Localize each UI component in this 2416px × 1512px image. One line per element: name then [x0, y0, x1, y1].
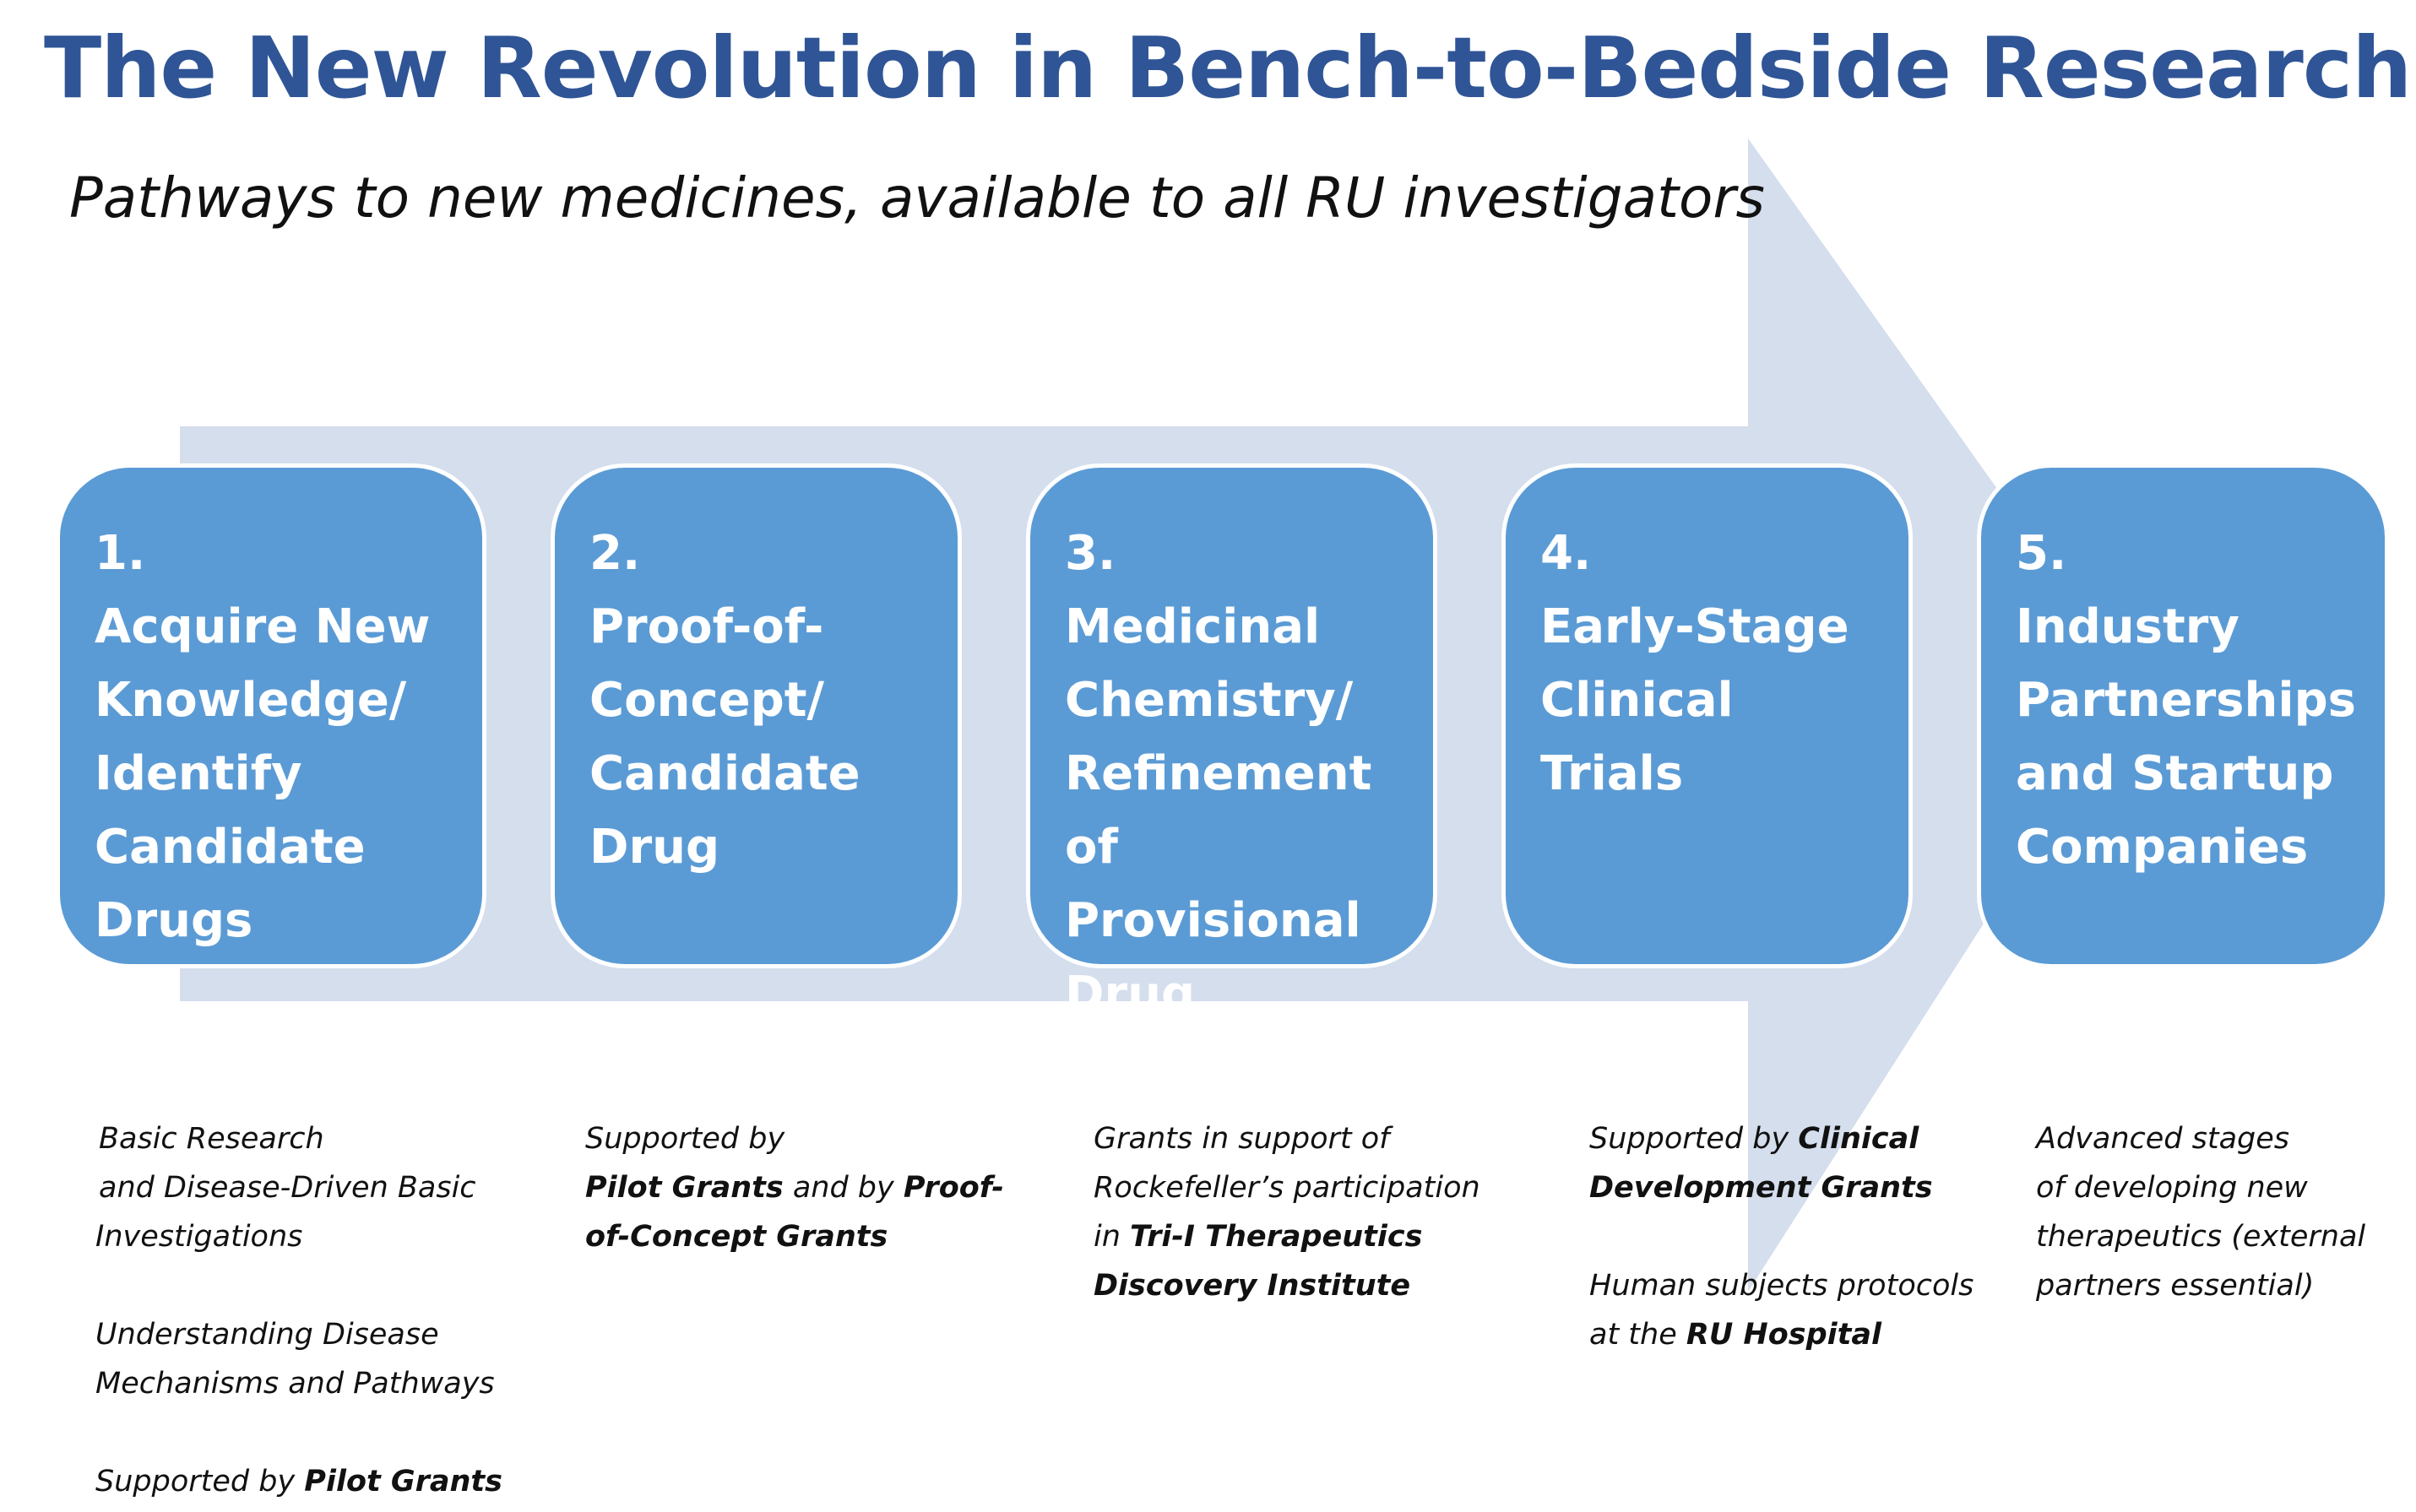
- desc-line: Supported by Clinical: [1589, 1122, 1919, 1156]
- step-label: Industry Partnerships and Startup Compan…: [2016, 599, 2356, 875]
- desc-line: Investigations: [95, 1220, 303, 1254]
- step-box-4: 4. Early-Stage Clinical Trials: [1501, 463, 1913, 968]
- desc-line: Pilot Grants and by Proof-: [585, 1171, 1004, 1205]
- step-number: 1.: [95, 526, 146, 581]
- step-label: Acquire New Knowledge/ Identify Candidat…: [95, 599, 431, 948]
- step-box-3: 3. Medicinal Chemistry/ Refinement of Pr…: [1026, 463, 1437, 1022]
- desc-line: Human subjects protocols: [1589, 1269, 1974, 1303]
- desc-line: Rockefeller’s participation: [1094, 1171, 1480, 1205]
- desc-line: Advanced stages: [2036, 1122, 2290, 1156]
- step-2-description: Supported by Pilot Grants and by Proof- …: [585, 1114, 1004, 1261]
- step-number: 3.: [1065, 526, 1116, 581]
- step-box-2: 2. Proof-of- Concept/ Candidate Drug: [551, 463, 962, 968]
- desc-line: in Tri-I Therapeutics: [1094, 1220, 1423, 1254]
- desc-line: at the RU Hospital: [1589, 1318, 1881, 1352]
- desc-line: therapeutics (external: [2036, 1220, 2366, 1254]
- step-box-1: 1. Acquire New Knowledge/ Identify Candi…: [56, 463, 486, 968]
- desc-line: Mechanisms and Pathways: [95, 1367, 495, 1401]
- step-number: 2.: [589, 526, 641, 581]
- desc-line: Discovery Institute: [1094, 1269, 1411, 1303]
- desc-line: Understanding Disease: [95, 1318, 439, 1352]
- desc-line: and Disease-Driven Basic: [99, 1171, 476, 1205]
- step-number: 4.: [1540, 526, 1592, 581]
- pilot-grants-highlight: Pilot Grants: [304, 1465, 502, 1498]
- step-label: Proof-of- Concept/ Candidate Drug: [589, 599, 861, 875]
- step-5-description: Advanced stages of developing new therap…: [2036, 1114, 2365, 1310]
- page-title: The New Revolution in Bench-to-Bedside R…: [44, 19, 2412, 117]
- desc-line: Development Grants: [1589, 1171, 1933, 1205]
- desc-line: Supported by: [585, 1122, 785, 1156]
- step-4-description: Supported by Clinical Development Grants…: [1589, 1114, 1974, 1359]
- page-subtitle: Pathways to new medicines, available to …: [69, 165, 1765, 230]
- step-1-description: Basic Research and Disease-Driven Basic …: [95, 1114, 502, 1506]
- desc-line: Basic Research: [99, 1122, 324, 1156]
- desc-line: of-Concept Grants: [585, 1220, 888, 1254]
- step-label: Medicinal Chemistry/ Refinement of Provi…: [1065, 599, 1372, 1022]
- desc-line: Supported by Pilot Grants: [95, 1465, 502, 1498]
- desc-line: partners essential): [2036, 1269, 2315, 1303]
- desc-line: Grants in support of: [1094, 1122, 1390, 1156]
- step-3-description: Grants in support of Rockefeller’s parti…: [1094, 1114, 1480, 1310]
- step-box-5: 5. Industry Partnerships and Startup Com…: [1977, 463, 2389, 968]
- step-number: 5.: [2016, 526, 2067, 581]
- step-label: Early-Stage Clinical Trials: [1540, 599, 1849, 801]
- desc-line: of developing new: [2036, 1171, 2308, 1205]
